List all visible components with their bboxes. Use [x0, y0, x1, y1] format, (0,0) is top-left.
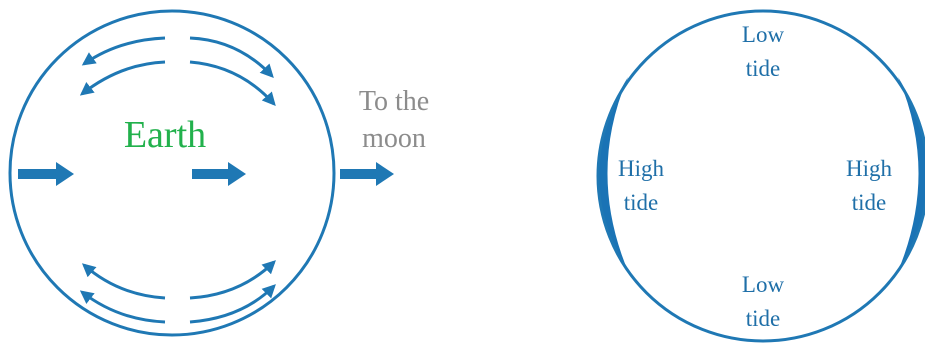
- force-arrow-center: [192, 162, 246, 186]
- curved-arrow-top-right-outer: [190, 38, 272, 76]
- force-arrow-moon: [340, 162, 394, 186]
- curved-arrow-top-left-outer: [84, 38, 165, 64]
- high-tide-left-line2: tide: [624, 190, 659, 215]
- moon-label-line1: To the: [359, 86, 429, 117]
- right-tidal-bulge: [896, 77, 925, 276]
- earth-label: Earth: [124, 114, 206, 156]
- low-tide-top-line1: Low: [742, 22, 785, 47]
- low-tide-bottom-line1: Low: [742, 272, 785, 297]
- high-tide-left-line1: High: [618, 156, 665, 181]
- curved-arrow-bottom-right-outer: [190, 286, 274, 322]
- curved-arrow-top-left-inner: [82, 62, 165, 94]
- curved-arrow-top-right-inner: [190, 62, 274, 104]
- earth-force-diagram: Earth To the moon: [10, 11, 429, 335]
- curved-arrow-bottom-right-inner: [190, 262, 274, 298]
- curved-arrow-bottom-left-inner: [84, 265, 165, 298]
- low-tide-top-line2: tide: [746, 56, 781, 81]
- moon-label-line2: moon: [362, 123, 426, 154]
- low-tide-bottom-line2: tide: [746, 306, 781, 331]
- high-tide-right-line2: tide: [852, 190, 887, 215]
- high-tide-right-line1: High: [846, 156, 893, 181]
- tide-bulge-diagram: Low tide High tide High tide Low tide: [598, 11, 925, 341]
- force-arrow-left: [18, 162, 74, 186]
